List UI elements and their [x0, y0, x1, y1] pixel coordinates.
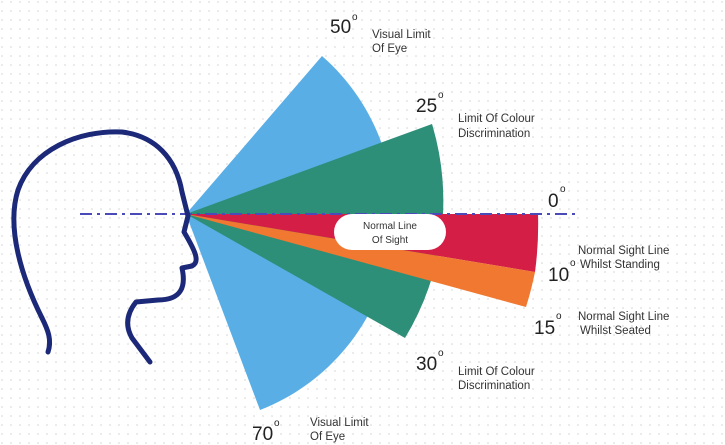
label-line1: Normal Line: [363, 221, 417, 232]
normal-line-of-sight-label: Normal Line Of Sight: [334, 214, 446, 250]
label-line1: Visual Limit: [310, 417, 369, 429]
label-line2: Of Eye: [310, 431, 345, 443]
degree-70: 70: [252, 424, 273, 445]
degree-symbol: o: [438, 90, 444, 101]
label-line1: Visual Limit: [372, 29, 431, 41]
label-line2: Whilst Seated: [580, 325, 651, 337]
label-line2: Discrimination: [458, 128, 530, 140]
degree-25: 25: [416, 96, 437, 117]
degree-symbol: o: [352, 12, 358, 23]
label-line1: Normal Sight Line: [578, 311, 669, 323]
label-line2: Discrimination: [458, 380, 530, 392]
label-line2: Of Sight: [372, 235, 408, 246]
degree-0: 0: [548, 191, 559, 212]
degree-50: 50: [330, 17, 351, 38]
degree-30: 30: [416, 354, 437, 375]
degree-symbol: o: [570, 258, 576, 269]
degree-15: 15: [534, 318, 555, 339]
label-line2: Of Eye: [372, 43, 407, 55]
degree-10: 10: [548, 265, 569, 286]
degree-symbol: o: [556, 311, 562, 322]
label-line2: Whilst Standing: [580, 259, 660, 271]
label-line1: Normal Sight Line: [578, 245, 669, 257]
degree-symbol: o: [274, 418, 280, 429]
degree-symbol: o: [438, 348, 444, 359]
degree-symbol: o: [560, 184, 566, 195]
label-line1: Limit Of Colour: [458, 366, 535, 378]
label-line1: Limit Of Colour: [458, 113, 535, 125]
